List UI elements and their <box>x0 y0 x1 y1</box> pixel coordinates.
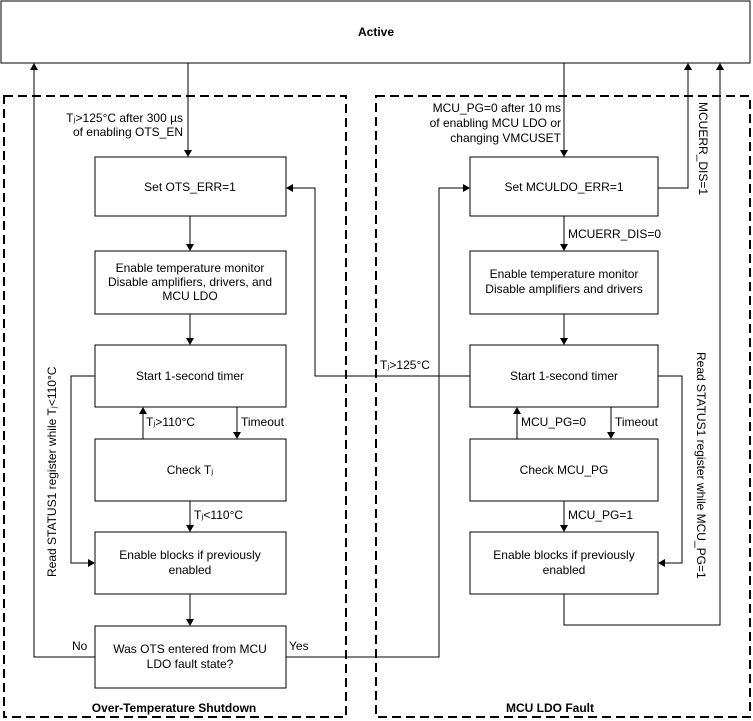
mcu-retry-label: MCU_PG=0 <box>521 415 586 429</box>
mcu-timeout-label: Timeout <box>615 415 659 429</box>
mcu-check-box <box>469 438 659 502</box>
mcu-start-timer-label: Start 1-second timer <box>510 369 618 383</box>
ots-retry-arrow-head <box>139 407 147 414</box>
ots-yes-path-wire <box>286 187 463 658</box>
ots-decision-line-2: LDO fault state? <box>147 657 234 671</box>
ots-no-path-arrow-head <box>30 63 38 70</box>
ots-region-label: Over-Temperature Shutdown <box>92 701 256 715</box>
mcu-enable-monitor-line-1: Enable temperature monitor <box>490 267 639 281</box>
mcu-entry-condition-line-3: changing VMCUSET <box>450 131 561 145</box>
mcu-side-path-label: Read STATUS1 register while MCU_PG=1 <box>694 352 708 579</box>
ots-enable-monitor-line-3: MCU LDO <box>162 289 217 303</box>
mcu-enable-blocks-line-1: Enable blocks if previously <box>493 548 634 562</box>
mcu-set-err-box <box>469 156 659 217</box>
ots-timeout-arrow-head <box>233 432 241 439</box>
ots-decision-line-1: Was OTS entered from MCU <box>113 642 267 656</box>
ots-enable-blocks-line-2: enabled <box>169 563 212 577</box>
mcu-retry-arrow-head <box>513 407 521 414</box>
ots-yes-label: Yes <box>289 639 309 653</box>
ots-yes-path-arrow-head <box>463 184 470 192</box>
ots-region <box>3 95 347 718</box>
ots-entry-condition-line-1: Tⱼ>125°C after 300 µs <box>66 111 183 125</box>
mcu-side-path-wire <box>658 375 683 564</box>
ots-set-err-box <box>94 156 287 217</box>
ots-side-path-label: Read STATUS1 register while Tⱼ<110°C <box>45 366 59 577</box>
mcu-set-to-monitor-arrow-head <box>560 244 568 251</box>
mcu-err-dis-1-wire <box>658 70 689 189</box>
active-state-box <box>0 0 751 64</box>
mcu-entry-condition-line-1: MCU_PG=0 after 10 ms <box>433 101 561 115</box>
mcu-enable-blocks-line-2: enabled <box>543 563 586 577</box>
ots-enable-monitor-box <box>94 250 287 315</box>
ots-decision-box <box>94 625 287 689</box>
mcu-monitor-to-timer-arrow-head <box>560 338 568 345</box>
mcu-side-path-arrow-head <box>658 559 665 567</box>
ots-no-label: No <box>72 639 88 653</box>
ots-pass-arrow-head <box>186 525 194 532</box>
ots-enable-blocks-box <box>94 531 287 595</box>
mcu-check-label: Check MCU_PG <box>520 463 609 477</box>
mcu-region <box>375 95 751 718</box>
ots-side-path-arrow-head <box>88 559 95 567</box>
ots-enable-monitor-line-2: Disable amplifiers, drivers, and <box>108 275 272 289</box>
mcu-pass-label: MCU_PG=1 <box>568 508 633 522</box>
ots-check-box <box>94 438 287 502</box>
ots-start-timer-label: Start 1-second timer <box>136 369 244 383</box>
ots-retry-label: Tⱼ>110°C <box>146 415 195 429</box>
mcu-timeout-arrow-head <box>607 432 615 439</box>
mcu-entry-condition-line-2: of enabling MCU LDO or <box>430 116 561 130</box>
ots-enable-blocks-line-1: Enable blocks if previously <box>119 548 260 562</box>
active-state-label: Active <box>358 25 394 39</box>
mcu-start-timer-box <box>469 344 659 408</box>
ots-pass-label: Tⱼ<110°C <box>194 508 243 522</box>
ots-entry-arrow-head <box>184 150 192 157</box>
mcu-err-dis-1-arrow-head <box>684 63 692 70</box>
ots-check-label: Check Tⱼ <box>167 463 214 477</box>
mcu-enable-monitor-box <box>469 250 659 315</box>
cross-overtemp-arrow-head <box>286 184 293 192</box>
ots-timeout-label: Timeout <box>241 415 285 429</box>
mcu-pass-arrow-head <box>560 525 568 532</box>
ots-enable-monitor-line-1: Enable temperature monitor <box>116 261 265 275</box>
mcu-set-err-label: Set MCULDO_ERR=1 <box>504 180 623 194</box>
ots-no-path-wire <box>33 70 95 658</box>
ots-set-to-monitor-arrow-head <box>186 244 194 251</box>
ots-entry-condition-line-2: of enabling OTS_EN <box>73 125 183 139</box>
mcu-return-arrow-head <box>716 63 724 70</box>
mcu-return-wire <box>563 70 721 626</box>
ots-monitor-to-timer-arrow-head <box>186 338 194 345</box>
cross-overtemp-label: Tⱼ>125°C <box>380 358 430 372</box>
mcu-err-dis-0-label: MCUERR_DIS=0 <box>568 227 661 241</box>
mcu-region-label: MCU LDO Fault <box>506 701 594 715</box>
ots-set-err-label: Set OTS_ERR=1 <box>144 180 236 194</box>
mcu-entry-arrow-head <box>560 150 568 157</box>
mcu-enable-monitor-line-2: Disable amplifiers and drivers <box>485 282 642 296</box>
ots-side-path-wire <box>70 375 95 564</box>
mcu-err-dis-1-label: MCUERR_DIS=1 <box>696 102 710 195</box>
ots-blocks-to-decision-arrow-head <box>186 619 194 626</box>
cross-overtemp-wire <box>293 187 470 377</box>
